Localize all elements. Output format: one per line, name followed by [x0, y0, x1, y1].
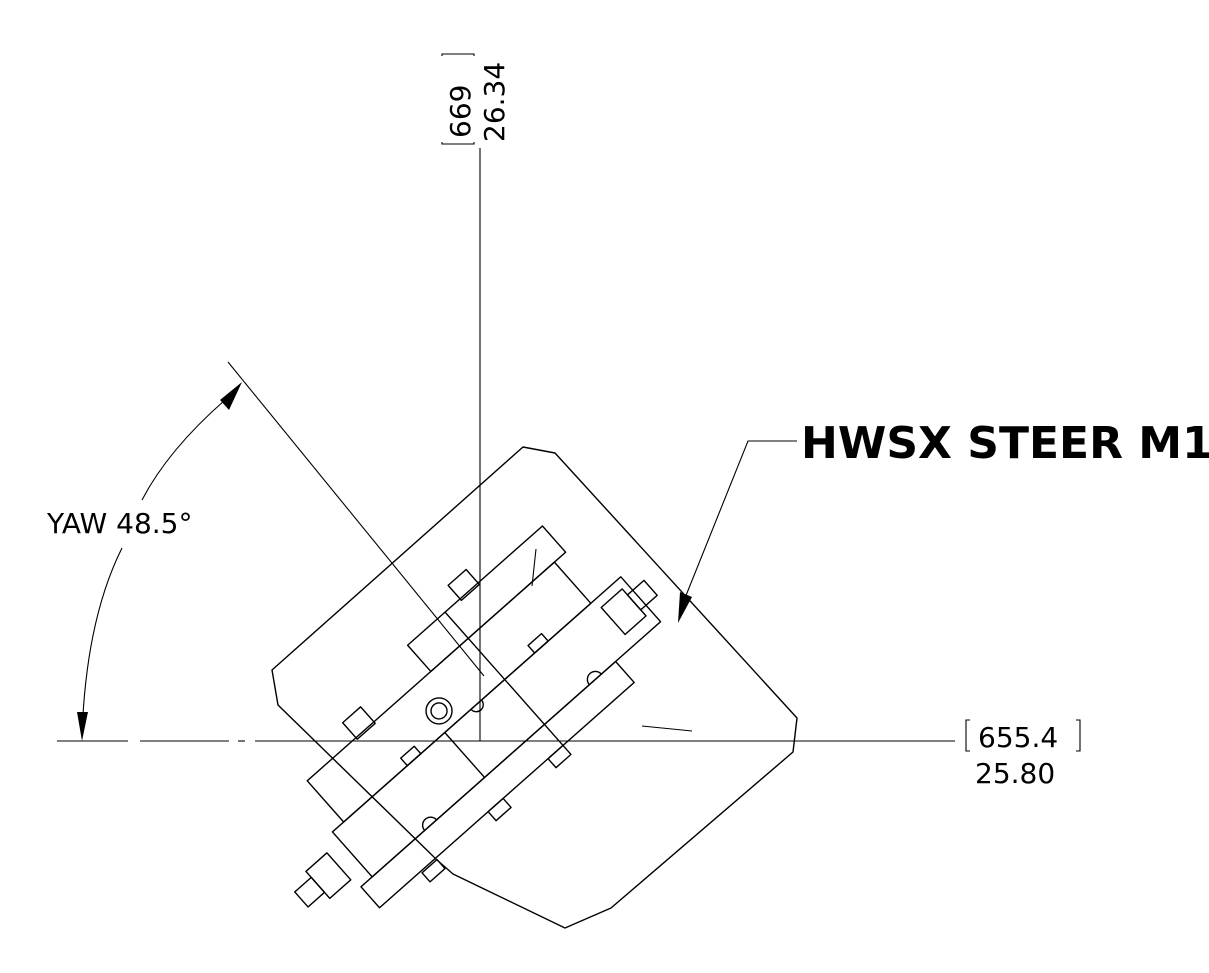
pivot-circle-outer	[425, 697, 453, 725]
adjuster-screw	[341, 706, 376, 740]
rear-plate	[360, 660, 635, 909]
callout-leader	[678, 440, 797, 623]
yaw-arrow-top	[220, 382, 242, 410]
yaw-dimension-label: YAW 48.5°	[46, 507, 192, 540]
pivot-circle-inner	[430, 702, 448, 720]
housing-outline	[271, 446, 798, 929]
adjuster-screw	[447, 568, 481, 602]
yaw-arrow-bottom	[77, 712, 88, 741]
mount-plate	[331, 576, 662, 878]
horizontal-dimension-metric: 655.4	[978, 721, 1058, 754]
vertical-dimension-metric: 669	[444, 85, 477, 138]
yaw-arc	[77, 382, 242, 741]
adjuster-screw	[600, 588, 647, 636]
vertical-dimension: 669 26.34	[441, 53, 511, 145]
vertical-dimension-imperial: 26.34	[478, 62, 511, 142]
adjuster-screw	[294, 876, 326, 908]
part-callout-label: HWSX STEER M1	[801, 418, 1209, 469]
yaw-axis-line	[227, 361, 485, 677]
adjuster-screw	[626, 579, 658, 611]
horizontal-dimension: 655.4 25.80	[965, 719, 1081, 790]
horizontal-dimension-imperial: 25.80	[975, 757, 1055, 790]
mirror-block	[406, 525, 567, 673]
mirror-mount-assembly	[294, 525, 662, 909]
adjuster-screw	[305, 852, 352, 900]
